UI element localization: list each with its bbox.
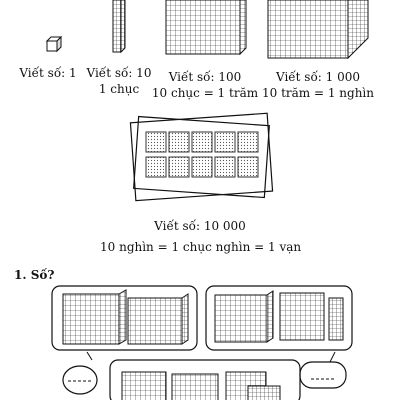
ten-subcaption: 1 chục (98, 82, 140, 96)
ten-thousand-equation: 10 nghìn = 1 chục nghìn = 1 vạn (100, 240, 302, 254)
hundred-flat-icon (165, 0, 247, 56)
thousand-caption: Viết số: 1 000 (275, 70, 361, 84)
unit-caption: Viết số: 1 (19, 66, 77, 80)
unit-cube-icon (45, 35, 63, 53)
exercise-heading: 1. Số? (14, 268, 55, 282)
hundred-subcaption: 10 chục = 1 trăm (151, 86, 259, 100)
hundred-caption: Viết số: 100 (168, 70, 242, 84)
exercise-panel-bottom (109, 359, 301, 400)
answer-bubble-right (299, 351, 347, 389)
ten-thousand-caption: Viết số: 10 000 (154, 219, 246, 233)
ten-thousand-frame (129, 112, 274, 202)
thousand-subcaption: 10 trăm = 1 nghìn (261, 86, 374, 100)
answer-bubble-left (62, 351, 98, 395)
ten-rod-icon (112, 0, 126, 54)
thousand-cube-icon (267, 0, 369, 60)
exercise-panel-right (205, 285, 353, 351)
ten-caption: Viết số: 10 (86, 66, 152, 80)
exercise-panel-left (51, 285, 198, 351)
thousand-cubes-group (145, 131, 259, 178)
